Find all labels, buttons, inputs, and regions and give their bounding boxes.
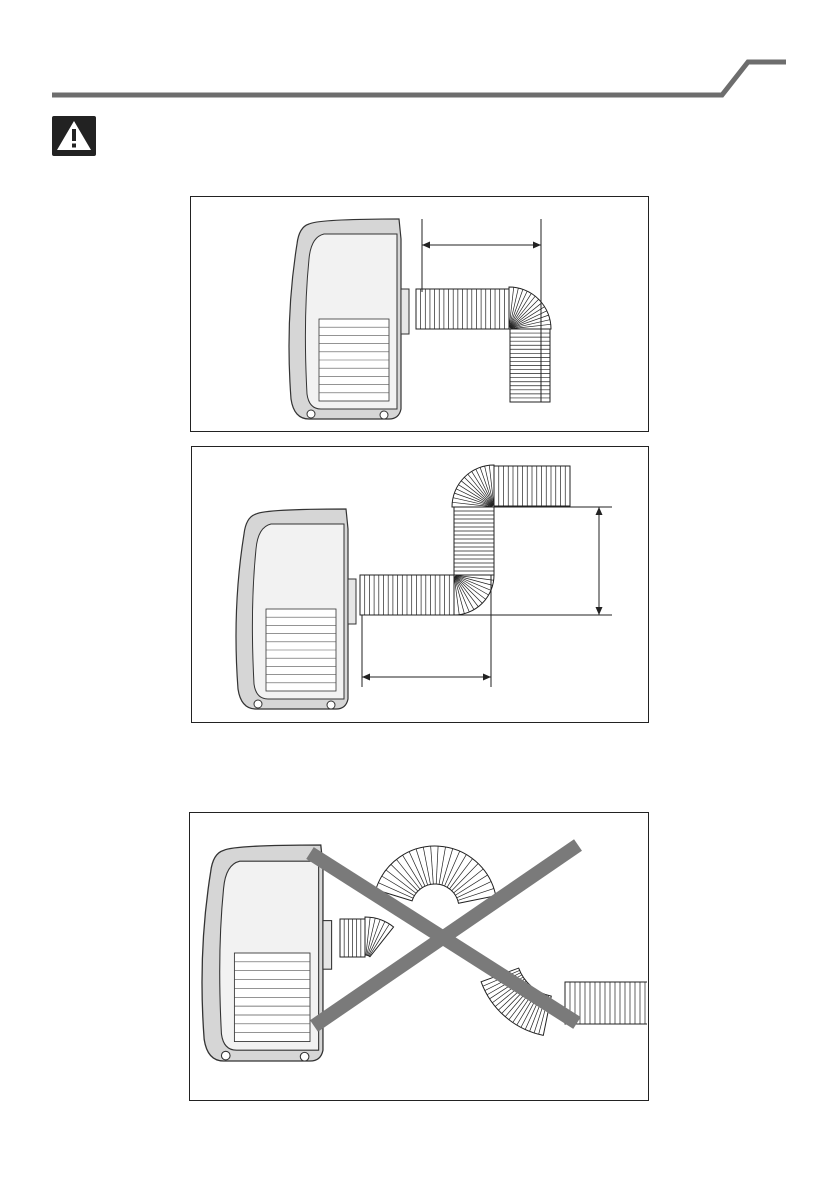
unit-grille bbox=[319, 319, 389, 401]
exhaust-hose-upper-bend bbox=[452, 465, 494, 507]
figure-correct-short-hose bbox=[190, 196, 649, 432]
figure-correct-raised-hose bbox=[191, 446, 649, 723]
unit-wheel bbox=[327, 701, 335, 709]
exhaust-hose-bend bbox=[365, 917, 394, 957]
unit-wheel bbox=[380, 411, 388, 419]
vertical-dimension-arrow bbox=[596, 507, 603, 615]
warning-icon-box bbox=[52, 116, 96, 156]
unit-exhaust-port bbox=[323, 921, 332, 970]
exhaust-hose-bend bbox=[509, 287, 551, 329]
exhaust-hose-loop bbox=[376, 846, 496, 903]
air-conditioner-unit bbox=[289, 219, 409, 419]
figure-incorrect-looped-hose bbox=[189, 812, 649, 1101]
unit-grille bbox=[234, 953, 310, 1042]
exhaust-hose-horizontal bbox=[360, 575, 454, 615]
unit-wheel bbox=[254, 700, 262, 708]
unit-wheel bbox=[300, 1052, 309, 1061]
exhaust-hose-vertical bbox=[454, 507, 494, 575]
unit-exhaust-port bbox=[348, 579, 356, 624]
horizontal-dimension-arrow bbox=[422, 242, 541, 249]
warning-triangle-icon bbox=[52, 116, 96, 156]
air-conditioner-unit bbox=[236, 509, 356, 709]
horizontal-dimension-arrow bbox=[362, 674, 491, 681]
unit-exhaust-port bbox=[401, 289, 409, 334]
exhaust-hose-horizontal bbox=[416, 289, 509, 329]
unit-wheel bbox=[307, 410, 315, 418]
exhaust-hose-lower-bend bbox=[454, 575, 494, 615]
exhaust-hose-top bbox=[494, 466, 570, 506]
exhaust-hose-vertical bbox=[510, 329, 550, 402]
exhaust-hose-start bbox=[340, 919, 365, 957]
unit-wheel bbox=[221, 1051, 230, 1060]
air-conditioner-unit bbox=[202, 845, 332, 1061]
header-rule bbox=[0, 0, 839, 110]
unit-grille bbox=[266, 609, 336, 691]
